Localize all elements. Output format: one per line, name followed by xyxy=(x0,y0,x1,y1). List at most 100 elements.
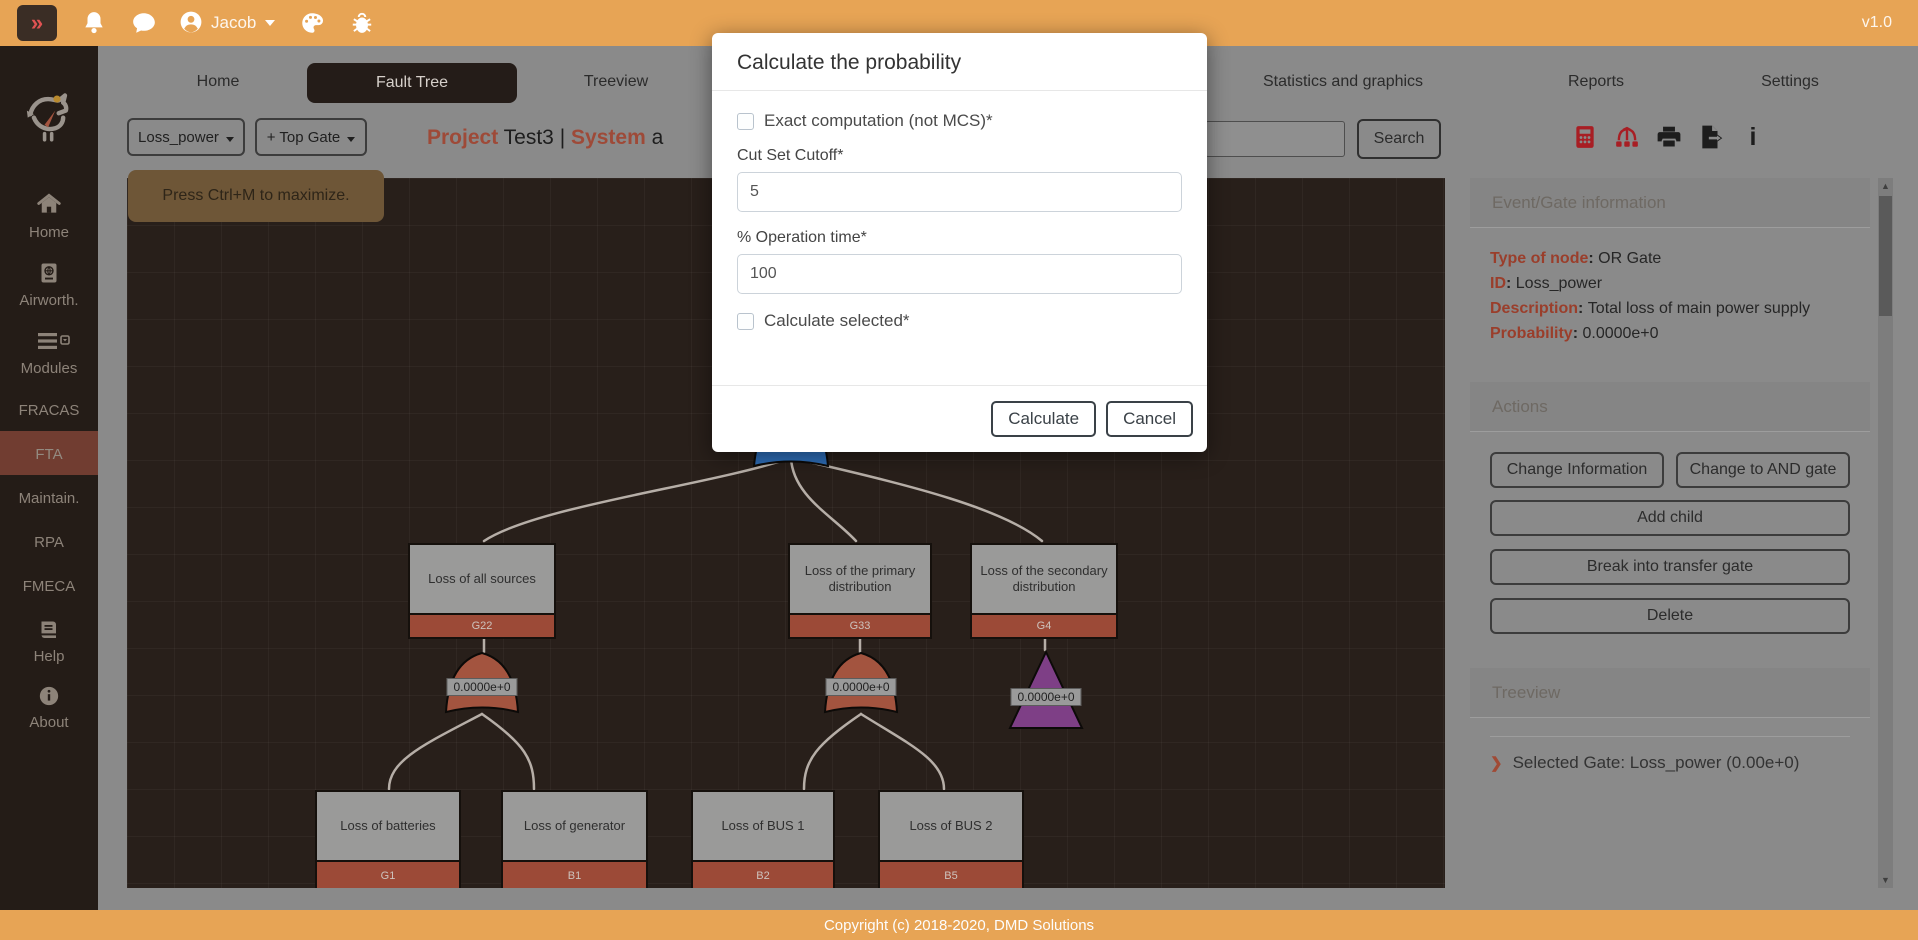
cancel-button[interactable]: Cancel xyxy=(1106,401,1193,437)
help-book-icon xyxy=(36,617,62,643)
tab-settings[interactable]: Settings xyxy=(1761,73,1819,90)
calculate-probability-icon[interactable] xyxy=(1572,124,1598,150)
page-title: Project Test3 | System a xyxy=(427,126,664,149)
tree-node-g4[interactable]: Loss of the secondary distribution G4 xyxy=(970,543,1118,639)
tab-treeview[interactable]: Treeview xyxy=(583,73,649,90)
chat-icon[interactable] xyxy=(131,10,157,36)
node-code-band: G4 xyxy=(972,613,1116,637)
info-id: IDLoss_power xyxy=(1490,271,1850,296)
exact-computation-checkbox[interactable] xyxy=(737,112,754,130)
tree-node-g33[interactable]: Loss of the primary distribution G33 xyxy=(788,543,932,639)
node-code-band: G33 xyxy=(790,613,930,637)
info-description: DescriptionTotal loss of main power supp… xyxy=(1490,296,1850,321)
info-type-of-node: Type of nodeOR Gate xyxy=(1490,246,1850,271)
event-gate-info: Type of nodeOR Gate IDLoss_power Descrip… xyxy=(1470,228,1870,368)
treeview-header: Treeview xyxy=(1470,668,1870,718)
node-code-band: G22 xyxy=(410,613,554,637)
modal-header: Calculate the probability xyxy=(712,33,1207,91)
export-file-icon[interactable] xyxy=(1698,124,1724,150)
node-code-band: B5 xyxy=(880,860,1022,888)
bug-report-icon[interactable] xyxy=(349,10,375,36)
tree-node-b5[interactable]: Loss of BUS 2 B5 xyxy=(878,790,1024,888)
node-code-band: B2 xyxy=(693,860,833,888)
user-avatar-icon xyxy=(179,10,205,36)
dropdown-caret-icon xyxy=(347,136,356,142)
calculate-selected-checkbox[interactable] xyxy=(737,312,754,330)
node-code-band: G1 xyxy=(317,860,459,888)
maximize-tooltip: Press Ctrl+M to maximize. xyxy=(128,170,384,222)
sidebar-item-fmeca[interactable]: FMECA xyxy=(22,578,76,595)
sidebar-item-rpa[interactable]: RPA xyxy=(34,534,64,551)
sidebar-collapse-button[interactable]: » xyxy=(17,5,57,41)
theme-palette-icon[interactable] xyxy=(299,10,325,36)
scrollbar-thumb[interactable] xyxy=(1879,196,1892,316)
print-icon[interactable] xyxy=(1656,124,1682,150)
app-logo-bird-icon xyxy=(18,84,80,151)
sidebar-item-help[interactable]: Help xyxy=(0,607,98,675)
tree-node-b1[interactable]: Loss of generator B1 xyxy=(501,790,648,888)
app-version: v1.0 xyxy=(1861,14,1892,31)
actions-section: Change Information Change to AND gate Ad… xyxy=(1470,432,1870,654)
tab-home[interactable]: Home xyxy=(196,73,240,90)
about-info-icon xyxy=(38,685,60,707)
gate-probability-label: 0.0000e+0 xyxy=(1010,688,1082,706)
sidebar-item-home[interactable]: Home xyxy=(0,181,98,251)
change-to-and-gate-button[interactable]: Change to AND gate xyxy=(1676,452,1850,488)
event-gate-info-header: Event/Gate information xyxy=(1470,178,1870,228)
change-information-button[interactable]: Change Information xyxy=(1490,452,1664,488)
search-input[interactable] xyxy=(1205,121,1345,157)
tab-statistics[interactable]: Statistics and graphics xyxy=(1262,73,1424,90)
add-child-button[interactable]: Add child xyxy=(1490,500,1850,536)
sidebar-item-fta[interactable]: FTA xyxy=(0,431,98,475)
exact-computation-row: Exact computation (not MCS)* xyxy=(737,111,1182,131)
info-probability: Probability0.0000e+0 xyxy=(1490,321,1850,346)
operation-time-label: % Operation time* xyxy=(737,229,867,246)
actions-header: Actions xyxy=(1470,382,1870,432)
cut-sets-diagram-icon[interactable] xyxy=(1614,124,1640,150)
sidebar-item-maintain[interactable]: Maintain. xyxy=(18,490,80,507)
search-button[interactable]: Search xyxy=(1357,119,1441,159)
scroll-up-arrow[interactable]: ▲ xyxy=(1881,181,1890,191)
node-code-band: B1 xyxy=(503,860,646,888)
copyright-text: Copyright (c) 2018-2020, DMD Solutions xyxy=(823,916,1095,934)
operation-time-input[interactable] xyxy=(737,254,1182,294)
sidebar-item-modules[interactable]: Modules xyxy=(0,319,98,387)
gate-probability-label: 0.0000e+0 xyxy=(825,678,897,696)
gate-probability-label: 0.0000e+0 xyxy=(446,678,518,696)
add-top-gate-dropdown[interactable]: + Top Gate xyxy=(255,118,367,156)
modal-footer: Calculate Cancel xyxy=(712,385,1207,452)
break-into-transfer-gate-button[interactable]: Break into transfer gate xyxy=(1490,549,1850,585)
toolbar-icons: i xyxy=(1572,124,1766,150)
info-icon[interactable]: i xyxy=(1749,123,1757,151)
sidebar-item-about[interactable]: About xyxy=(0,675,98,741)
modal-title: Calculate the probability xyxy=(737,51,962,74)
modules-menu-icon xyxy=(36,329,70,355)
treeview-section: ❯ Selected Gate: Loss_power (0.00e+0) xyxy=(1470,718,1870,791)
tree-node-b2[interactable]: Loss of BUS 1 B2 xyxy=(691,790,835,888)
chevron-right-icon: ❯ xyxy=(1490,755,1503,772)
footer: Copyright (c) 2018-2020, DMD Solutions xyxy=(0,910,1918,940)
fault-tree-canvas[interactable]: Loss of all sources G22 Loss of the prim… xyxy=(127,178,1445,888)
treeview-selected-gate[interactable]: ❯ Selected Gate: Loss_power (0.00e+0) xyxy=(1490,753,1800,772)
modal-body: Exact computation (not MCS)* Cut Set Cut… xyxy=(712,91,1207,347)
main-content: Home Fault Tree Treeview Statistics and … xyxy=(98,46,1918,910)
delete-button[interactable]: Delete xyxy=(1490,598,1850,634)
tree-node-g22[interactable]: Loss of all sources G22 xyxy=(408,543,556,639)
home-icon xyxy=(36,191,62,217)
calculate-selected-row: Calculate selected* xyxy=(737,311,1182,331)
cut-set-cutoff-input[interactable] xyxy=(737,172,1182,212)
right-panel: Event/Gate information Type of nodeOR Ga… xyxy=(1470,178,1870,791)
cut-set-cutoff-label: Cut Set Cutoff* xyxy=(737,147,844,164)
tab-reports[interactable]: Reports xyxy=(1567,73,1625,90)
user-caret-icon xyxy=(265,20,276,26)
user-menu[interactable]: Jacob xyxy=(179,10,276,36)
scroll-down-arrow[interactable]: ▼ xyxy=(1881,875,1890,885)
sidebar-item-airworthiness[interactable]: Airworth. xyxy=(0,251,98,319)
notifications-bell-icon[interactable] xyxy=(81,10,107,36)
calculate-button[interactable]: Calculate xyxy=(991,401,1097,437)
sidebar-item-fracas[interactable]: FRACAS xyxy=(18,402,80,419)
tree-node-g1[interactable]: Loss of batteries G1 xyxy=(315,790,461,888)
vertical-scrollbar[interactable]: ▲ ▼ xyxy=(1878,178,1893,888)
tab-fault-tree[interactable]: Fault Tree xyxy=(307,63,517,103)
gate-select-dropdown[interactable]: Loss_power xyxy=(127,118,245,156)
